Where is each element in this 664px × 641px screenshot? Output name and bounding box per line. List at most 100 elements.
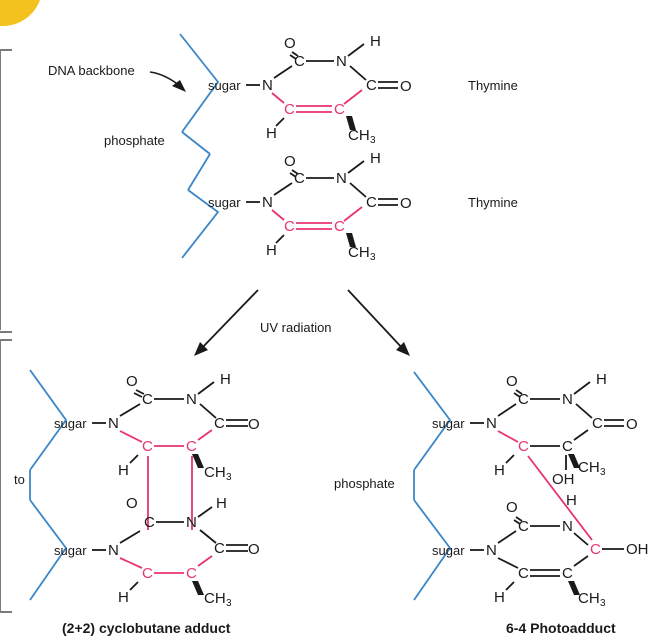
sugar-label-1: sugar: [208, 78, 241, 93]
bond: [497, 530, 517, 544]
atom-n3: N: [336, 53, 347, 70]
atom-c6d: C: [142, 565, 153, 582]
atom-ch3e: CH: [578, 459, 600, 476]
atom-h3d: H: [216, 495, 227, 512]
bond: [349, 65, 367, 81]
uv-radiation-label: UV radiation: [260, 320, 332, 335]
bond: [197, 555, 213, 567]
right-backbone-upper: [413, 371, 452, 471]
atom-h6e: H: [494, 462, 505, 479]
sub-3b: 3: [370, 252, 376, 263]
bond: [497, 403, 517, 417]
phosphate-label-right: phosphate: [334, 476, 395, 491]
bond: [199, 403, 217, 419]
arrow-right: [347, 289, 405, 351]
atom-o2c: O: [126, 373, 138, 390]
atom-n1f: N: [486, 542, 497, 559]
sub-3e: 3: [600, 467, 606, 478]
bond: [199, 529, 217, 544]
atom-o4c: O: [248, 416, 260, 433]
atom-o4d: O: [248, 541, 260, 558]
atom-o2: O: [284, 35, 296, 52]
bond: [573, 381, 591, 395]
thymine-label-1: Thymine: [468, 78, 518, 93]
bond: [129, 454, 139, 464]
arrowhead-left: [194, 342, 208, 356]
right-backbone-lower: [413, 499, 452, 601]
atom-c4b: C: [366, 194, 377, 211]
atom-h3e: H: [596, 371, 607, 388]
atom-ch3f: CH: [578, 590, 600, 607]
atom-h3c: H: [220, 371, 231, 388]
atom-ch3d: CH: [204, 590, 226, 607]
atom-c2e: C: [518, 391, 529, 408]
bond: [291, 51, 299, 57]
sugar-label-2: sugar: [208, 195, 241, 210]
atom-c6b: C: [284, 218, 295, 235]
top-backbone-upper: [179, 33, 220, 133]
atom-o2e: O: [506, 373, 518, 390]
atom-n1b: N: [262, 194, 273, 211]
atom-c2c: C: [142, 391, 153, 408]
atom-ch3b: CH: [348, 244, 370, 261]
atom-c2: C: [294, 53, 305, 70]
atom-c4: C: [366, 77, 377, 94]
atom-c2d: C: [144, 514, 155, 531]
atom-c2f: C: [518, 518, 529, 535]
atom-c4c: C: [214, 415, 225, 432]
bond: [275, 117, 285, 127]
sugar-label-4: sugar: [54, 543, 87, 558]
atom-n1: N: [262, 77, 273, 94]
atom-h6: H: [266, 125, 277, 142]
atom-c4d: C: [214, 540, 225, 557]
atom-h3f: H: [566, 492, 577, 509]
sub-3d: 3: [226, 598, 232, 609]
sugar-label-6: sugar: [432, 543, 465, 558]
bond: [573, 429, 589, 441]
atom-n3c: N: [186, 391, 197, 408]
edge-fragment-label: to: [14, 472, 25, 487]
atom-c5e: C: [562, 438, 573, 455]
bond: [135, 389, 145, 395]
atom-c6e: C: [518, 438, 529, 455]
atom-n1c: N: [108, 415, 119, 432]
thymine-label-2: Thymine: [468, 195, 518, 210]
atom-n1e: N: [486, 415, 497, 432]
atom-h6d: H: [118, 589, 129, 606]
bond: [119, 530, 141, 544]
bond: [197, 429, 213, 441]
atom-c4f: C: [590, 541, 601, 558]
photoadduct-link: [527, 455, 593, 541]
bond: [275, 234, 285, 244]
atom-c6: C: [284, 101, 295, 118]
atom-h3b: H: [370, 150, 381, 167]
sub-3: 3: [370, 135, 376, 146]
bond: [133, 392, 143, 398]
atom-h6f: H: [494, 589, 505, 606]
bond: [271, 92, 285, 104]
atom-n3d: N: [186, 514, 197, 531]
bond: [197, 381, 215, 395]
bond: [119, 403, 141, 417]
wedge: [192, 581, 204, 595]
wedge: [346, 233, 356, 247]
atom-c5d: C: [186, 565, 197, 582]
atom-oh-e: OH: [552, 471, 575, 488]
bond: [349, 182, 367, 198]
atom-h6b: H: [266, 242, 277, 259]
left-backbone-lower: [29, 499, 68, 601]
atom-o2b: O: [284, 153, 296, 170]
sugar-label-3: sugar: [54, 416, 87, 431]
bond: [119, 557, 143, 569]
atom-ch3c: CH: [204, 464, 226, 481]
atom-n3e: N: [562, 391, 573, 408]
atom-o4: O: [400, 78, 412, 95]
wedge: [568, 454, 580, 468]
bond: [347, 160, 365, 174]
left-caption: (2+2) cyclobutane adduct: [62, 620, 231, 636]
dna-backbone-label: DNA backbone: [48, 63, 135, 78]
bond: [497, 557, 519, 569]
arrow-left: [199, 289, 259, 351]
